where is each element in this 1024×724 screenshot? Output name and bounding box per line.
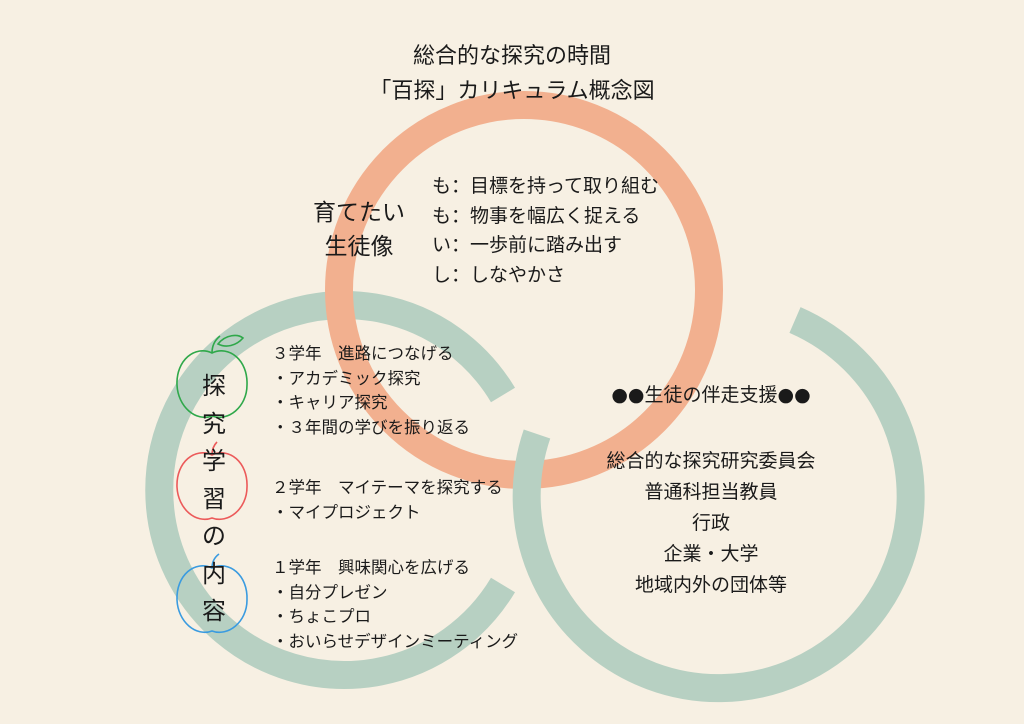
goal-heading-line2: 生徒像 — [324, 234, 394, 260]
apple-icon-red — [176, 441, 248, 521]
grade3-heading: ３学年 進路につなげる — [272, 344, 454, 363]
support-item: 地域内外の団体等 — [634, 574, 787, 596]
grade3-item: ・キャリア探究 — [272, 393, 388, 412]
goal-heading-line1: 育てたい — [313, 200, 405, 226]
vertical-char: 究 — [202, 409, 226, 438]
title-line1: 総合的な探究の時間 — [412, 44, 611, 69]
grade1-item: ・おいらせデザインミーティング — [272, 631, 519, 651]
grade3-item: ・アカデミック探究 — [272, 368, 421, 388]
grade1-block: １学年 興味関心を広げる ・自分プレゼン ・ちょこプロ ・おいらせデザインミーテ… — [272, 556, 518, 654]
content-vertical-title: 探 究 学 習 の 内 容 — [199, 368, 229, 631]
title-line2: 「百探」カリキュラム概念図 — [369, 79, 655, 104]
goal-item: し：しなやかさ — [432, 263, 566, 286]
grade3-block: ３学年 進路につなげる ・アカデミック探究 ・キャリア探究 ・３年間の学びを振り… — [272, 342, 470, 440]
goal-heading: 育てたい 生徒像 — [302, 196, 416, 264]
grade1-heading: １学年 興味関心を広げる — [272, 558, 470, 577]
vertical-char: 学 — [202, 447, 226, 475]
vertical-char: 内 — [202, 559, 226, 588]
grade2-block: ２学年 マイテーマを探究する ・マイプロジェクト — [272, 476, 503, 525]
goal-item: も：目標を持って取り組む — [432, 175, 660, 197]
apple-icon-blue — [176, 553, 248, 634]
support-heading: ●●生徒の伴走支援●● — [611, 384, 811, 406]
grade3-item: ・３年間の学びを振り返る — [272, 417, 470, 437]
support-item: 総合的な探究研究委員会 — [606, 450, 816, 472]
vertical-char: 容 — [202, 597, 226, 625]
grade1-item: ・自分プレゼン — [272, 582, 388, 602]
support-list: 総合的な探究研究委員会 普通科担当教員 行政 企業・大学 地域内外の団体等 — [574, 446, 848, 601]
goal-item: い：一歩前に踏み出す — [432, 234, 623, 256]
support-item: 行政 — [691, 512, 730, 534]
support-item: 普通科担当教員 — [644, 481, 778, 503]
vertical-char: 習 — [202, 484, 226, 513]
goal-item: も：物事を幅広く捉える — [432, 204, 641, 227]
ring-content — [145, 291, 515, 689]
grade1-item: ・ちょこプロ — [272, 607, 371, 626]
goal-list: も：目標を持って取り組む も：物事を幅広く捉える い：一歩前に踏み出す し：しな… — [432, 172, 659, 290]
grade2-heading: ２学年 マイテーマを探究する — [272, 478, 503, 497]
ring-support — [512, 307, 925, 703]
grade2-item: ・マイプロジェクト — [272, 502, 421, 522]
vertical-char: の — [202, 522, 226, 550]
vertical-char: 探 — [202, 372, 226, 400]
support-item: 企業・大学 — [663, 543, 759, 565]
apple-icon-green — [176, 334, 248, 419]
